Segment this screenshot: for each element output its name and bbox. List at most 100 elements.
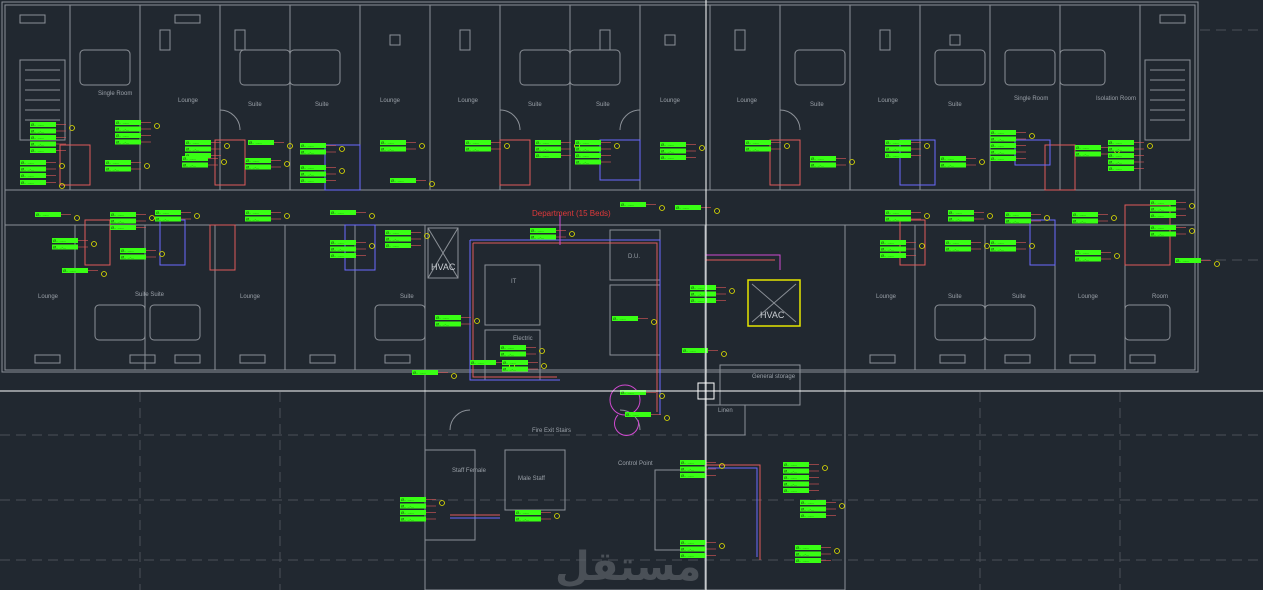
equipment-tag-text: Ø.. ..-...: [536, 140, 549, 145]
room-label-suite: Suite: [248, 102, 262, 108]
equipment-tag-text: Ø.. ..-...: [331, 253, 344, 258]
diffuser-symbol: [339, 146, 345, 152]
equipment-tag-text: Ø.. ..-...: [63, 268, 76, 273]
equipment-tag-text: Ø.. ..-...: [36, 212, 49, 217]
equipment-tag-text: Ø.. ..-...: [121, 248, 134, 253]
equipment-tag: [185, 146, 211, 152]
equipment-tag-text: Ø.. ..-...: [331, 210, 344, 215]
equipment-tag-text: Ø.. ..-...: [156, 210, 169, 215]
equipment-tag-text: Ø.. ..-...: [386, 230, 399, 235]
diffuser-symbol: [979, 159, 985, 165]
equipment-tag: [330, 253, 356, 258]
equipment-tag: [1005, 212, 1031, 217]
equipment-tag: [470, 360, 496, 365]
equipment-tag: [110, 225, 136, 230]
room-label-lounge: Lounge: [876, 294, 897, 300]
equipment-tag-text: Ø.. ..-...: [1073, 212, 1086, 217]
equipment-tag-text: Ø.. ..-...: [1076, 257, 1089, 262]
equipment-tag-text: Ø.. ..-...: [516, 510, 529, 515]
diffuser-symbol: [91, 241, 97, 247]
diffuser-symbol: [822, 465, 828, 471]
equipment-tag: [885, 146, 911, 152]
equipment-tag: [783, 462, 809, 467]
equipment-tag: [990, 240, 1016, 245]
equipment-tag-text: Ø.. ..-...: [1176, 258, 1189, 263]
equipment-tag-text: Ø.. ..-...: [881, 240, 894, 245]
diffuser-symbol: [1044, 215, 1050, 221]
equipment-tag: [35, 212, 61, 217]
equipment-tag-text: Ø.. ..-...: [106, 167, 119, 172]
equipment-tag-text: Ø.. ..-...: [801, 500, 814, 505]
hvac-left-label: HVAC: [431, 262, 456, 272]
equipment-tag: [620, 202, 646, 207]
equipment-tag: [990, 136, 1016, 142]
equipment-tag-text: Ø.. ..-...: [301, 165, 314, 170]
equipment-tag: [675, 205, 701, 210]
equipment-tag-text: Ø.. ..-...: [21, 160, 34, 165]
equipment-tag: [948, 210, 974, 215]
equipment-tag: [120, 248, 146, 253]
equipment-tag: [502, 366, 528, 372]
equipment-tag-text: Ø.. ..-...: [401, 497, 414, 502]
equipment-tag: [1150, 200, 1176, 205]
equipment-tag-text: Ø.. ..-...: [116, 120, 129, 125]
equipment-tag: [20, 160, 46, 165]
equipment-tag: [690, 291, 716, 297]
equipment-tag-text: Ø.. ..-...: [991, 240, 1004, 245]
diffuser-symbol: [569, 231, 575, 237]
equipment-tag: [990, 130, 1016, 135]
hvac-left-unit: HVAC: [427, 227, 459, 279]
equipment-tag-text: Ø.. ..-...: [941, 156, 954, 161]
equipment-tag: [155, 210, 181, 215]
equipment-tag: [680, 546, 706, 552]
equipment-tag: [680, 473, 706, 478]
diffuser-symbol: [541, 363, 547, 369]
equipment-tag: [330, 240, 356, 245]
equipment-tag-text: Ø.. ..-...: [1076, 250, 1089, 255]
equipment-tag-text: Ø.. ..-...: [111, 225, 124, 230]
diffuser-symbol: [194, 213, 200, 219]
equipment-tag-text: Ø.. ..-...: [21, 173, 34, 178]
equipment-tag-text: Ø.. ..-...: [1006, 212, 1019, 217]
diffuser-symbol: [69, 125, 75, 131]
equipment-tag-text: Ø.. ..-...: [576, 153, 589, 158]
equipment-tag-text: Ø.. ..-...: [401, 504, 414, 509]
equipment-tag-text: Ø.. ..-...: [1076, 152, 1089, 157]
equipment-tag: [120, 254, 146, 260]
diffuser-symbol: [849, 159, 855, 165]
equipment-tag: [945, 240, 971, 245]
equipment-tag: [30, 122, 56, 127]
diffuser-symbol: [429, 181, 435, 187]
equipment-tag: [940, 156, 966, 161]
equipment-tag-text: Ø.. ..-...: [381, 140, 394, 145]
equipment-tag-text: Ø.. ..-...: [691, 292, 704, 297]
equipment-tag-text: Ø.. ..-...: [436, 315, 449, 320]
equipment-tag: [20, 173, 46, 178]
equipment-tag-text: Ø.. ..-...: [31, 129, 44, 134]
equipment-tag: [1150, 206, 1176, 212]
equipment-tag-text: Ø.. ..-...: [576, 160, 589, 165]
equipment-tag: [1075, 151, 1101, 157]
equipment-tag: [940, 162, 966, 168]
equipment-tag-text: Ø.. ..-...: [626, 412, 639, 417]
equipment-tag: [990, 156, 1016, 161]
equipment-tag: [1005, 218, 1031, 224]
equipment-tag: [800, 500, 826, 505]
equipment-tag: [182, 162, 208, 168]
room-label-single-room: Single Room: [98, 91, 132, 97]
equipment-tag: [185, 140, 211, 145]
equipment-tag-text: Ø.. ..-...: [991, 137, 1004, 142]
equipment-tag: [400, 516, 426, 522]
equipment-tag: [880, 240, 906, 245]
equipment-tag-text: Ø.. ..-...: [301, 172, 314, 177]
equipment-tag-text: Ø.. ..-...: [784, 482, 797, 487]
room-label-lounge: Lounge: [660, 98, 681, 104]
equipment-tag-text: Ø.. ..-...: [391, 178, 404, 183]
room-label-general-storage: General storage: [752, 374, 796, 380]
equipment-tag: [945, 246, 971, 252]
equipment-tag-text: Ø.. ..-...: [681, 460, 694, 465]
equipment-tag-text: Ø.. ..-...: [1109, 147, 1122, 152]
equipment-tag-text: Ø.. ..-...: [886, 210, 899, 215]
